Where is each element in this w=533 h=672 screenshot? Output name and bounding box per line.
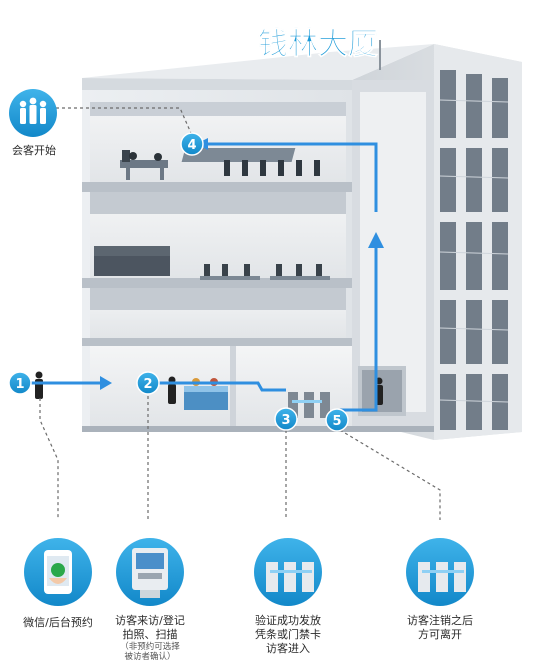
leader-lines — [39, 107, 441, 520]
bottom-label-verify: 验证成功发放 凭条或门禁卡 访客进入 — [238, 614, 338, 655]
step-marker-2: 2 — [136, 371, 160, 395]
turnstiles — [288, 392, 330, 418]
step-number: 2 — [143, 377, 152, 392]
bottom-label-line: 凭条或门禁卡 — [255, 627, 321, 641]
bottom-label-line: 方可离开 — [418, 627, 462, 641]
kiosk-register-icon — [116, 538, 184, 606]
visitor-flow-path — [30, 142, 378, 412]
people-group-icon — [9, 89, 57, 137]
bottom-label-note: 被访者确认） — [124, 652, 176, 663]
meeting-start-label: 会客开始 — [12, 144, 56, 157]
turnstile-gate-icon — [254, 538, 322, 606]
bottom-label-line: 访客来访/登记 — [115, 614, 185, 627]
phone-booking-icon — [24, 538, 92, 606]
bottom-label-line: 拍照、扫描 — [122, 627, 178, 641]
bottom-label-register: 访客来访/登记 拍照、扫描 （非预约可选择 被访者确认） — [100, 614, 200, 663]
step-number: 4 — [187, 138, 196, 153]
step-marker-5: 5 — [325, 408, 349, 432]
step-number: 1 — [15, 377, 24, 392]
bottom-label-line: 微信/后台预约 — [23, 616, 93, 629]
bottom-label-line: 访客注销之后 — [407, 614, 473, 627]
bottom-label-line: 验证成功发放 — [255, 614, 321, 627]
step-marker-4: 4 — [180, 132, 204, 156]
bottom-label-booking: 微信/后台预约 — [8, 616, 108, 630]
step-marker-1: 1 — [8, 371, 32, 395]
bottom-label-note: （非预约可选择 — [120, 641, 180, 652]
meeting-room-furniture — [120, 148, 320, 180]
bottom-label-line: 访客进入 — [266, 641, 310, 655]
turnstile-exit-icon — [406, 538, 474, 606]
step-marker-3: 3 — [274, 407, 298, 431]
step-number: 5 — [332, 414, 341, 429]
building-name: 钱林大厦 — [258, 27, 378, 62]
office-furniture — [94, 246, 330, 280]
step-number: 3 — [281, 413, 290, 428]
building-roof — [82, 40, 434, 92]
bottom-label-exit: 访客注销之后 方可离开 — [390, 614, 490, 642]
